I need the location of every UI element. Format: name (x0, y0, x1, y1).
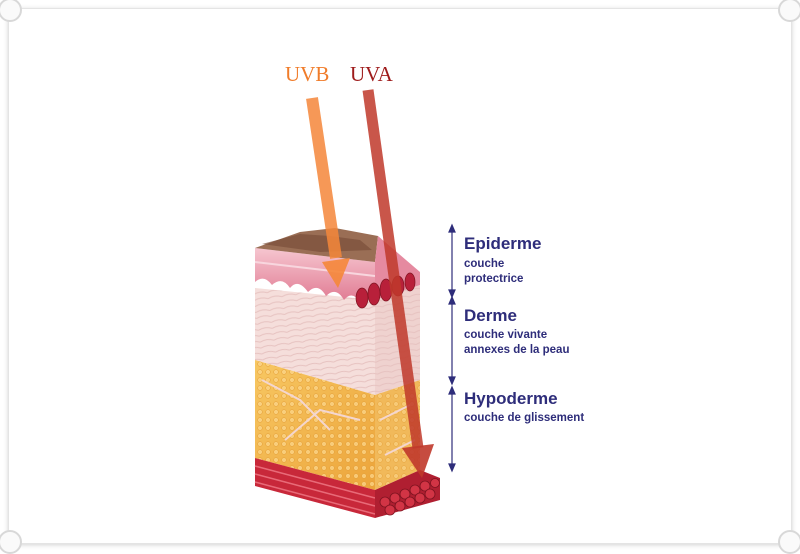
uva-arrow (362, 89, 434, 478)
frame-corner-top-left (0, 0, 22, 22)
dimension-lines (448, 223, 456, 473)
hypoderme-desc-line-1: couche de glissement (464, 412, 585, 424)
epiderme-desc-line-2: protectrice (464, 273, 524, 285)
frame-corner-top-right (778, 0, 800, 22)
muscle-layer (255, 458, 375, 518)
uvb-label: UVB (285, 62, 330, 86)
uvb-arrow (306, 97, 350, 288)
uva-label: UVA (350, 62, 393, 86)
derme-desc-line-2: annexes de la peau (464, 344, 570, 356)
epiderme-desc-line-1: couche (464, 258, 505, 270)
hypoderme-title: Hypoderme (464, 389, 558, 408)
derme-title: Derme (464, 306, 517, 325)
epiderme-title: Epiderme (464, 234, 542, 253)
derme-desc-line-1: couche vivante (464, 329, 548, 341)
